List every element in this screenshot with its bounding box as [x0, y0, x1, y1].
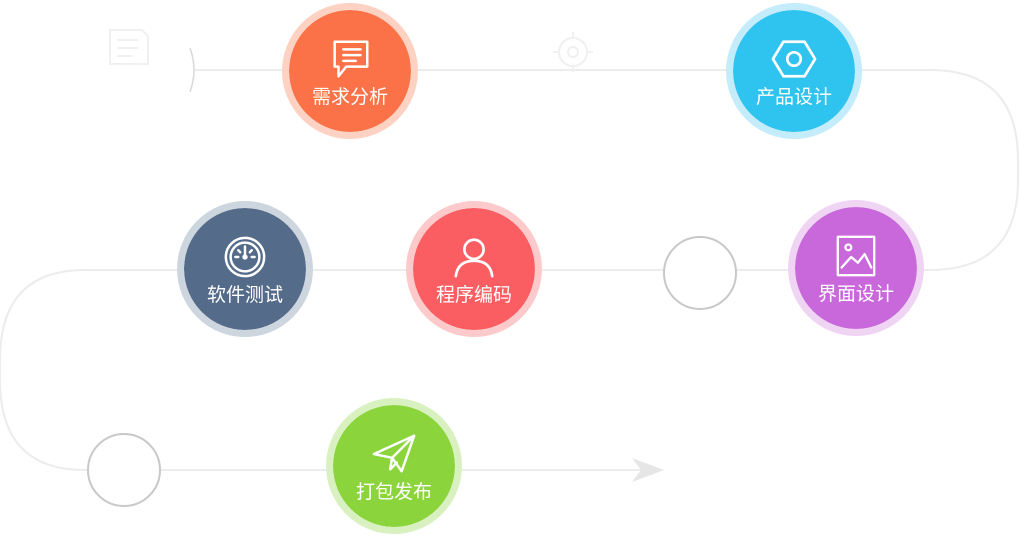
speech-bubble-icon [333, 40, 369, 77]
step-label: 界面设计 [817, 282, 894, 305]
start-bracket-mark [189, 47, 195, 93]
paper-plane-icon [372, 434, 416, 472]
empty-step-node [87, 433, 161, 507]
gauge-icon [224, 236, 266, 277]
step-coding[interactable]: 程序编码 [406, 201, 542, 337]
step-label: 打包发布 [355, 480, 432, 503]
flow-arrow-head [632, 458, 664, 482]
step-software-testing[interactable]: 软件测试 [177, 201, 313, 337]
step-label: 产品设计 [755, 85, 832, 108]
step-product-design[interactable]: 产品设计 [726, 3, 862, 139]
empty-step-node [663, 236, 737, 310]
faint-gear-icon [553, 32, 593, 72]
step-interface-design[interactable]: 界面设计 [788, 200, 924, 336]
step-publish[interactable]: 打包发布 [326, 398, 462, 534]
step-label: 软件测试 [206, 283, 283, 306]
user-icon [454, 237, 494, 278]
faint-document-icon [109, 29, 149, 65]
step-requirements-analysis[interactable]: 需求分析 [282, 3, 418, 139]
picture-icon [836, 235, 876, 276]
step-label: 需求分析 [311, 85, 388, 108]
hexagon-nut-icon [771, 39, 817, 78]
step-label: 程序编码 [435, 283, 512, 306]
